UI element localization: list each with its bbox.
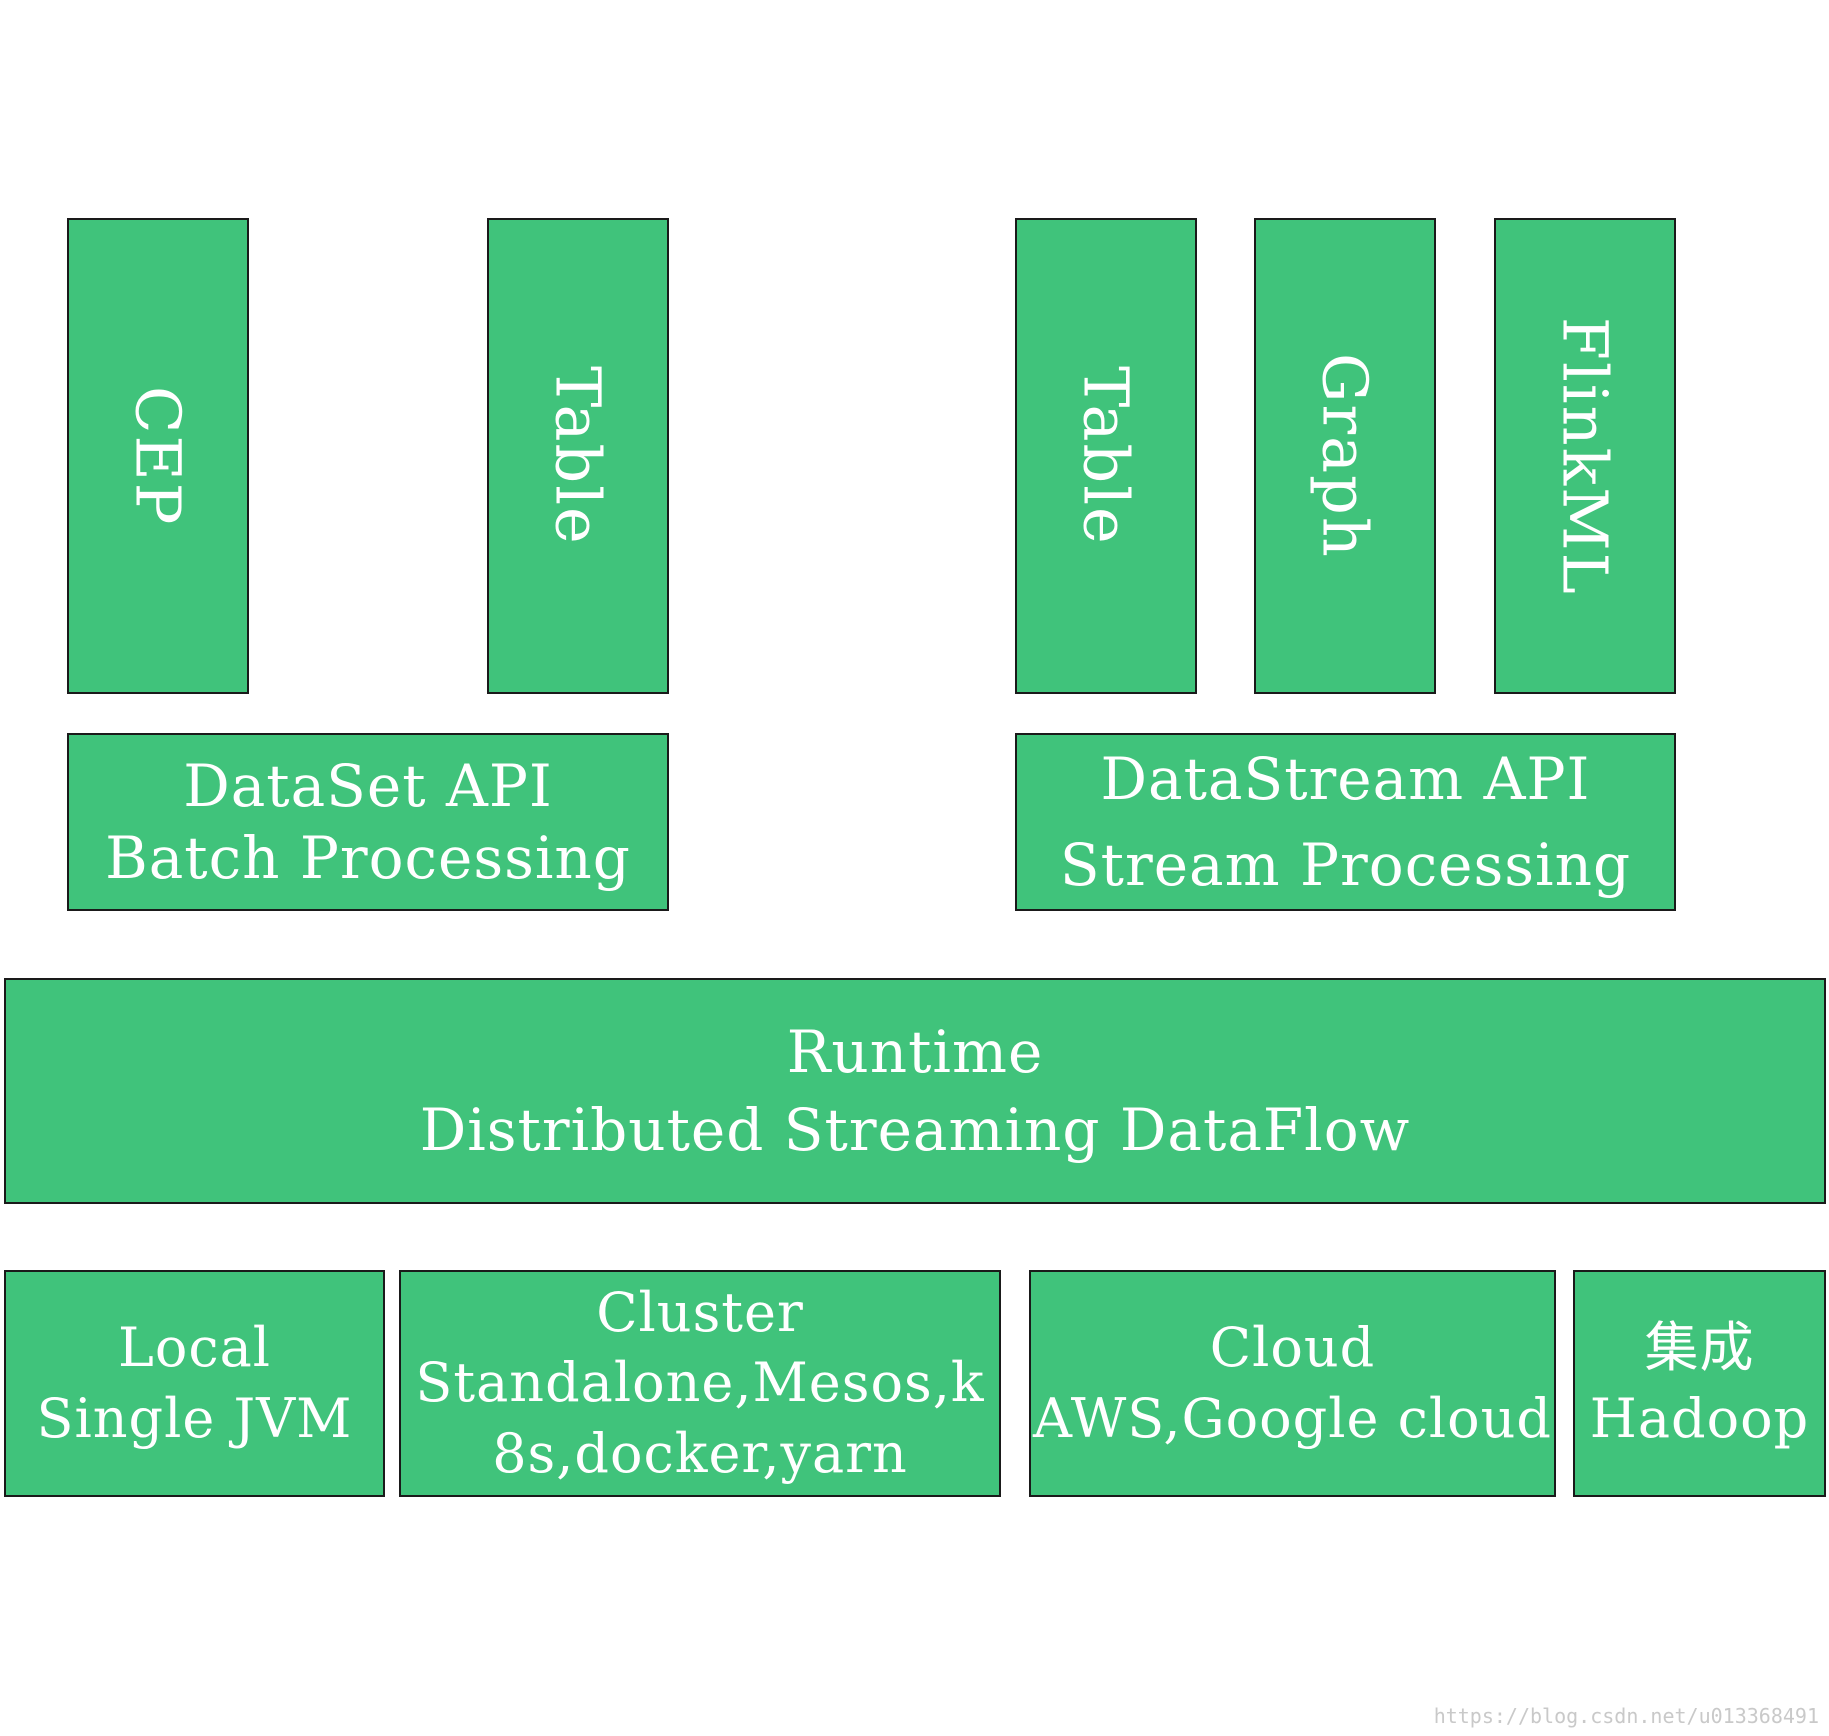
integration-subtitle: Hadoop: [1589, 1386, 1810, 1450]
datastream-table-box: Table: [1015, 218, 1197, 694]
flinkml-box: FlinkML: [1494, 218, 1676, 694]
dataset-table-box: Table: [487, 218, 669, 694]
cloud-subtitle: AWS,Google cloud: [1032, 1386, 1553, 1450]
graph-box: Graph: [1254, 218, 1436, 694]
runtime-title: Runtime: [786, 1017, 1044, 1086]
dataset-table-label: Table: [541, 366, 615, 546]
cloud-box: Cloud AWS,Google cloud: [1029, 1270, 1556, 1497]
cloud-title: Cloud: [1209, 1316, 1376, 1380]
datastream-api-box: DataStream API Stream Processing: [1015, 733, 1676, 911]
runtime-subtitle: Distributed Streaming DataFlow: [419, 1096, 1411, 1164]
local-subtitle: Single JVM: [36, 1386, 353, 1450]
watermark-text: https://blog.csdn.net/u013368491: [1433, 1704, 1819, 1728]
integration-box: 集成 Hadoop: [1573, 1270, 1826, 1497]
datastream-api-title: DataStream API: [1100, 744, 1591, 813]
dataset-api-box: DataSet API Batch Processing: [67, 733, 669, 911]
graph-label: Graph: [1308, 353, 1382, 559]
flinkml-label: FlinkML: [1548, 316, 1622, 596]
dataset-api-title: DataSet API: [183, 751, 553, 820]
cluster-box: Cluster Standalone,Mesos,k 8s,docker,yar…: [399, 1270, 1001, 1497]
datastream-table-label: Table: [1069, 366, 1143, 546]
local-title: Local: [117, 1316, 272, 1380]
cluster-title: Cluster: [596, 1281, 804, 1345]
dataset-api-subtitle: Batch Processing: [105, 824, 631, 892]
cep-box: CEP: [67, 218, 249, 694]
datastream-api-subtitle: Stream Processing: [1059, 831, 1632, 899]
runtime-box: Runtime Distributed Streaming DataFlow: [4, 978, 1826, 1204]
local-box: Local Single JVM: [4, 1270, 385, 1497]
integration-title: 集成: [1644, 1316, 1755, 1380]
cluster-subtitle-line1: Standalone,Mesos,k: [415, 1351, 985, 1415]
cep-label: CEP: [121, 385, 195, 527]
cluster-subtitle-line2: 8s,docker,yarn: [492, 1421, 908, 1485]
